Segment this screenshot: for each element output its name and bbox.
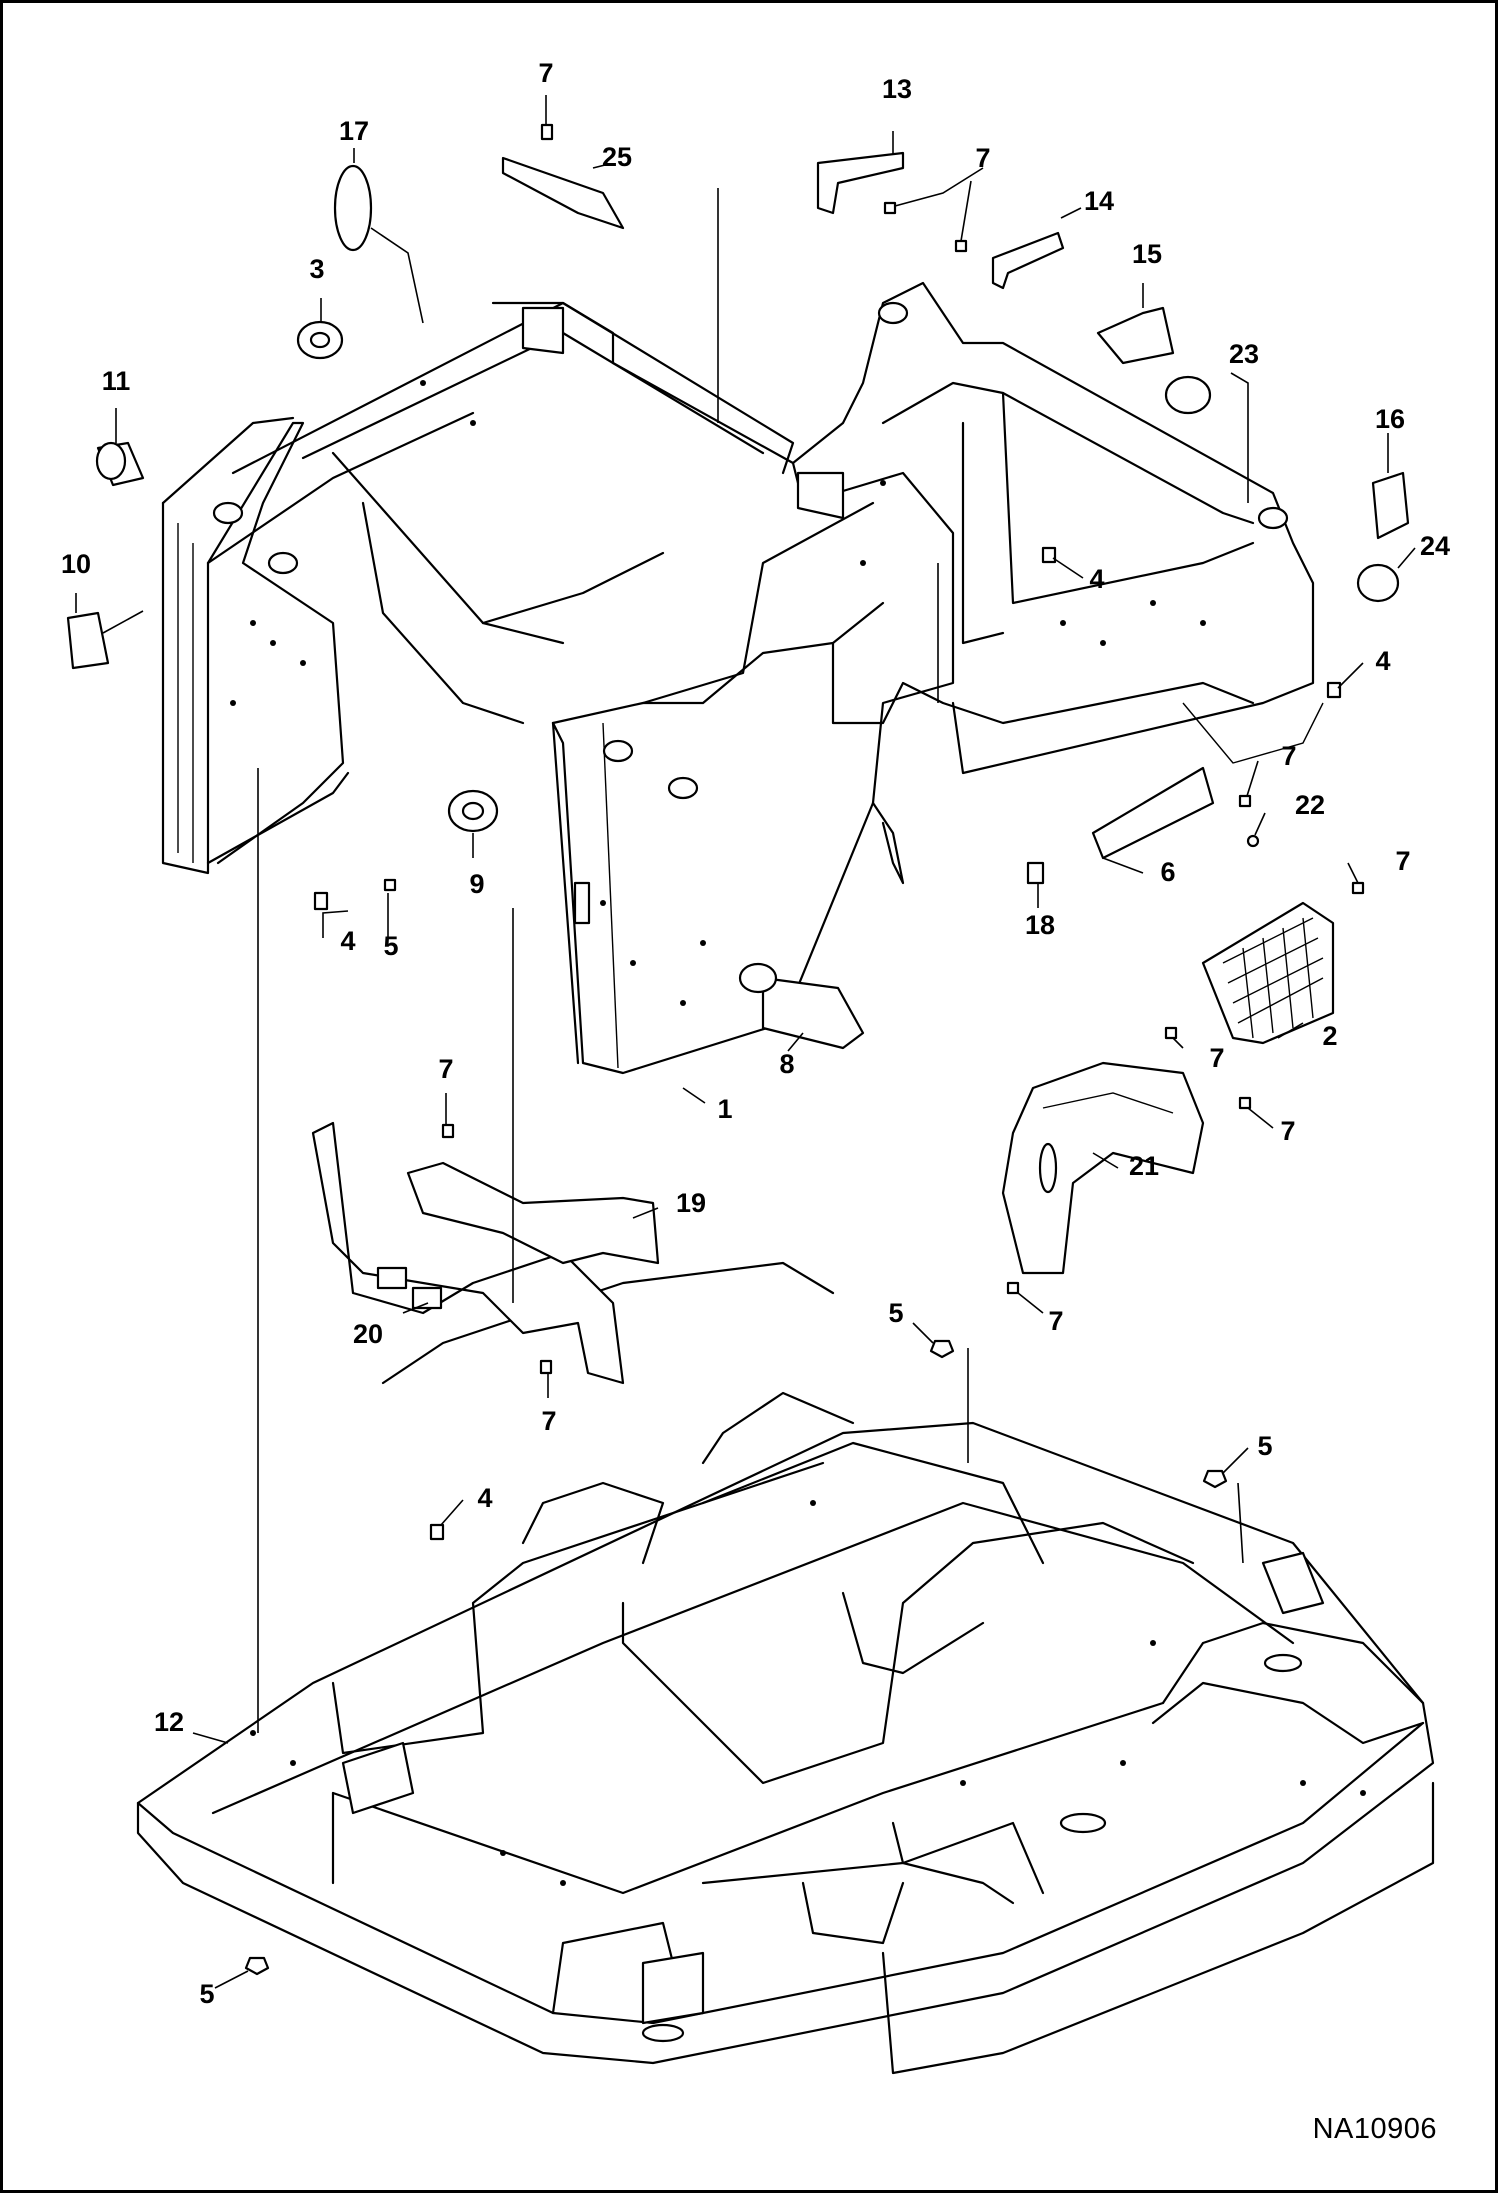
part-25-plate xyxy=(501,156,625,230)
callout-18: 18 xyxy=(1025,910,1055,940)
part-13-bracket xyxy=(816,151,905,215)
part-19-20-bracket xyxy=(311,1121,660,1385)
callout-5: 5 xyxy=(888,1298,903,1328)
callout-7: 7 xyxy=(1395,846,1410,876)
part-24-bushing xyxy=(1356,563,1400,603)
callout-7: 7 xyxy=(1048,1306,1063,1336)
part-21-fender xyxy=(1001,1061,1205,1275)
callout-24: 24 xyxy=(1420,531,1450,561)
part-10-clip xyxy=(66,611,110,670)
callout-7: 7 xyxy=(1280,1116,1295,1146)
callout-7: 7 xyxy=(438,1054,453,1084)
part-23-bushing xyxy=(1164,375,1212,415)
callout-14: 14 xyxy=(1084,186,1114,216)
callout-17: 17 xyxy=(339,116,369,146)
callout-2: 2 xyxy=(1322,1021,1337,1051)
callout-12: 12 xyxy=(154,1707,184,1737)
callout-3: 3 xyxy=(309,254,324,284)
lower-chassis xyxy=(136,1261,1435,2075)
callout-7: 7 xyxy=(541,1406,556,1436)
main-frame-upper xyxy=(161,281,1324,1075)
callout-15: 15 xyxy=(1132,239,1162,269)
callout-1: 1 xyxy=(717,1094,732,1124)
part-17-seal xyxy=(333,164,373,252)
part-8-bushing xyxy=(761,976,865,1050)
part-14-bracket xyxy=(991,231,1065,290)
small-parts xyxy=(66,151,1410,1385)
callout-10: 10 xyxy=(61,549,91,579)
exploded-parts-diagram: 7 17 25 13 7 14 3 15 23 11 16 24 10 4 4 … xyxy=(61,58,1450,2075)
callout-7: 7 xyxy=(975,143,990,173)
callout-5: 5 xyxy=(199,1979,214,2009)
callout-23: 23 xyxy=(1229,339,1259,369)
part-18-bolt xyxy=(1026,861,1045,885)
part-15-bracket xyxy=(1096,306,1175,365)
callout-19: 19 xyxy=(676,1188,706,1218)
callout-5: 5 xyxy=(1257,1431,1272,1461)
callout-8: 8 xyxy=(779,1049,794,1079)
callout-4: 4 xyxy=(1375,646,1390,676)
callouts: 7 17 25 13 7 14 3 15 23 11 16 24 10 4 4 … xyxy=(61,58,1450,2009)
drawing-code: NA10906 xyxy=(1312,2113,1437,2145)
part-2-grill xyxy=(1201,901,1335,1045)
callout-4: 4 xyxy=(340,926,355,956)
callout-4: 4 xyxy=(477,1483,492,1513)
callout-22: 22 xyxy=(1295,790,1325,820)
callout-25: 25 xyxy=(602,142,632,172)
callout-7: 7 xyxy=(538,58,553,88)
callout-9: 9 xyxy=(469,869,484,899)
leader-lines xyxy=(75,95,1416,1989)
callout-13: 13 xyxy=(882,74,912,104)
callout-11: 11 xyxy=(102,366,131,396)
part-16-clip xyxy=(1371,471,1410,540)
callout-7: 7 xyxy=(1209,1043,1224,1073)
callout-5: 5 xyxy=(383,931,398,961)
callout-21: 21 xyxy=(1129,1151,1159,1181)
callout-20: 20 xyxy=(353,1319,383,1349)
callout-7: 7 xyxy=(1281,741,1296,771)
part-6-plate xyxy=(1091,766,1215,860)
callout-6: 6 xyxy=(1160,857,1175,887)
callout-16: 16 xyxy=(1375,404,1405,434)
fasteners xyxy=(244,123,1365,1976)
callout-4: 4 xyxy=(1089,564,1104,594)
